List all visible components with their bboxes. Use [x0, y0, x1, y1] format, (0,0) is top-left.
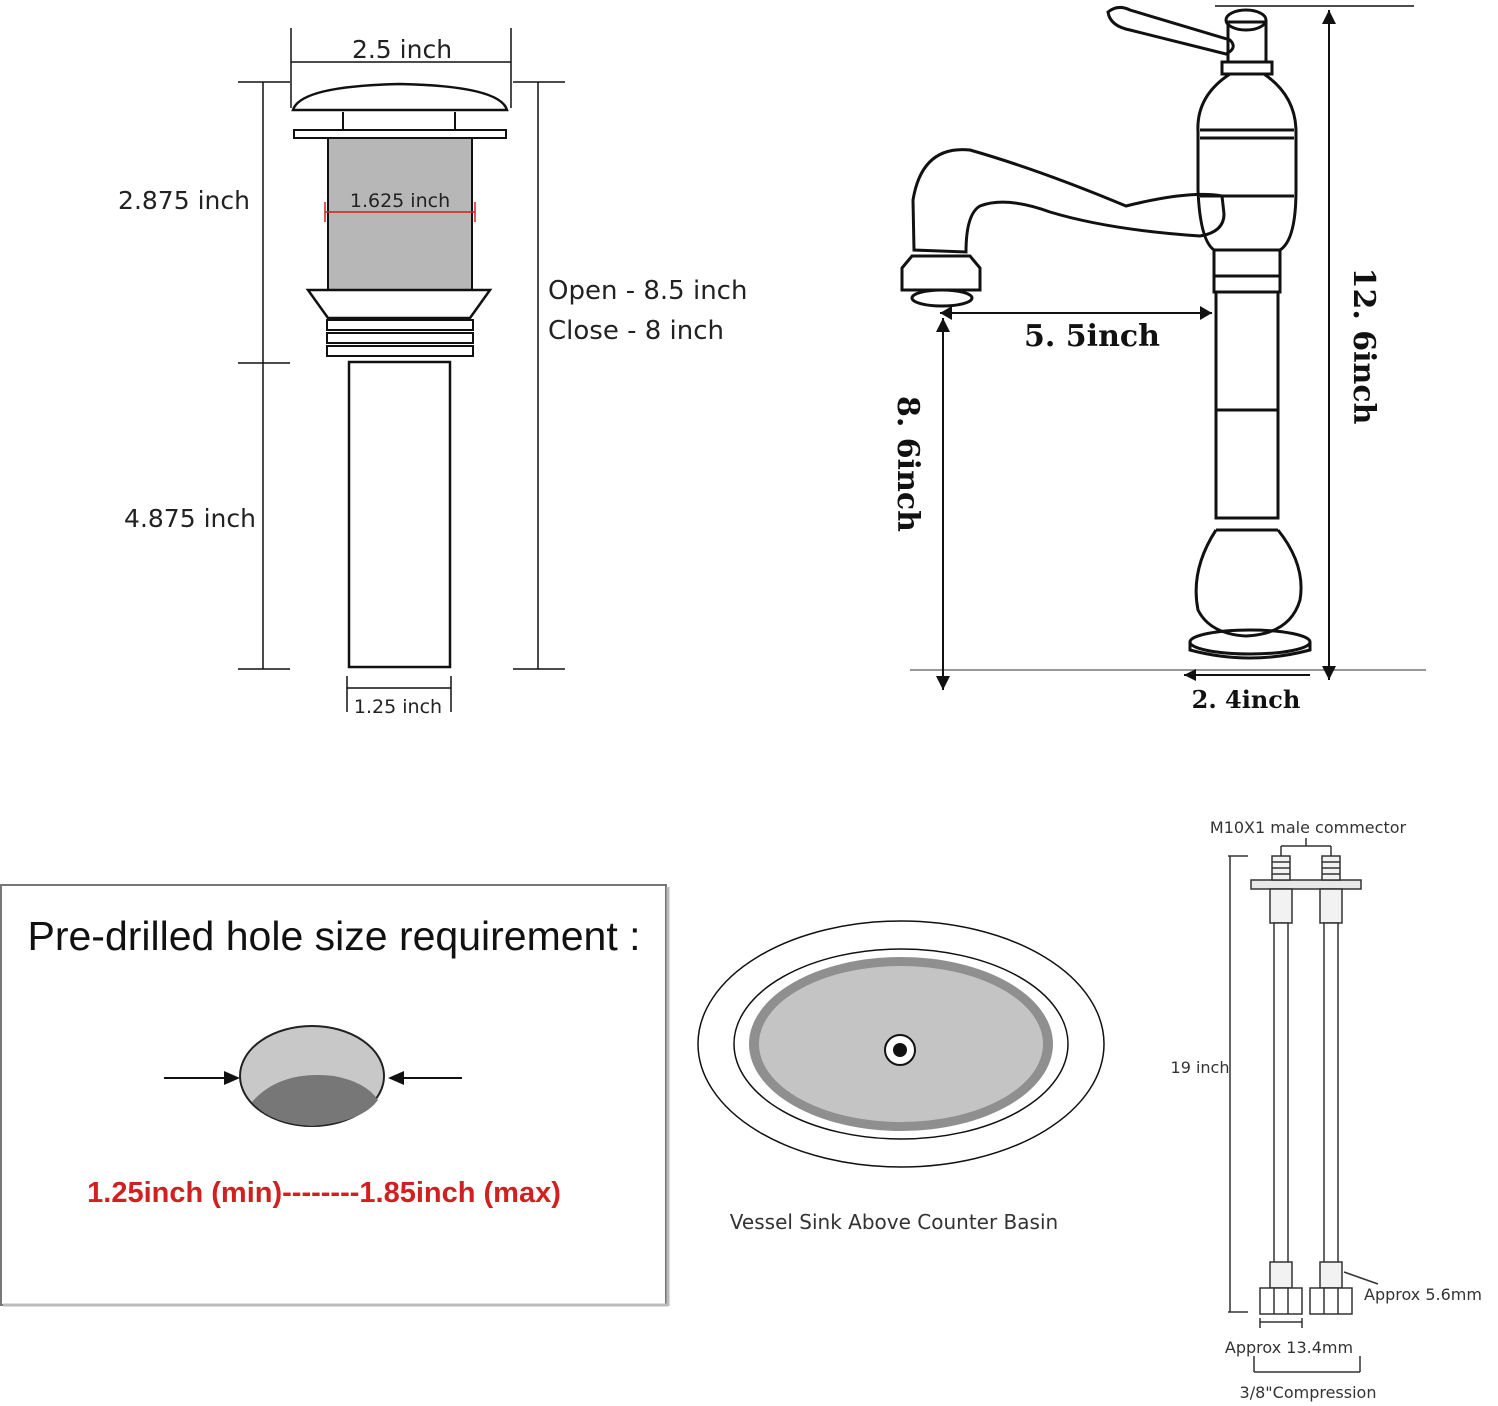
drain-top-width-label: 2.5 inch: [352, 35, 452, 64]
drain-tail-width-label: 1.25 inch: [354, 696, 442, 718]
hose-length-label: 19 inch: [1171, 1058, 1230, 1077]
vessel-basin-diagram: [697, 920, 1105, 1168]
supply-hose-diagram: [1228, 838, 1379, 1373]
drain-body-width-label: 1.625 inch: [350, 190, 450, 212]
faucet-total-height-label: 12. 6inch: [1346, 268, 1381, 425]
drain-lower-height-label: 4.875 inch: [124, 504, 256, 533]
pop-up-drain-diagram: [238, 28, 565, 712]
faucet-diagram: [900, 5, 1426, 690]
hole-size-title: Pre-drilled hole size requirement :: [28, 913, 641, 959]
faucet-base-width-label: 2. 4inch: [1192, 685, 1301, 714]
vessel-basin-caption: Vessel Sink Above Counter Basin: [730, 1210, 1058, 1234]
hole-size-panel: [0, 884, 670, 1307]
drain-upper-height-label: 2.875 inch: [118, 186, 250, 215]
hose-compression-label: 3/8"Compression: [1240, 1383, 1377, 1402]
hose-connector-label: M10X1 male commector: [1210, 818, 1407, 837]
hole-size-range: 1.25inch (min)--------1.85inch (max): [87, 1177, 561, 1209]
drain-open-length-label: Open - 8.5 inch: [548, 276, 747, 306]
hose-nut-gap-label: Approx 5.6mm: [1364, 1285, 1482, 1304]
faucet-spout-reach-label: 5. 5inch: [1024, 319, 1160, 354]
hose-nut-width-label: Approx 13.4mm: [1225, 1338, 1353, 1357]
drain-close-length-label: Close - 8 inch: [548, 316, 724, 346]
faucet-spout-height-label: 8. 6inch: [890, 396, 925, 532]
